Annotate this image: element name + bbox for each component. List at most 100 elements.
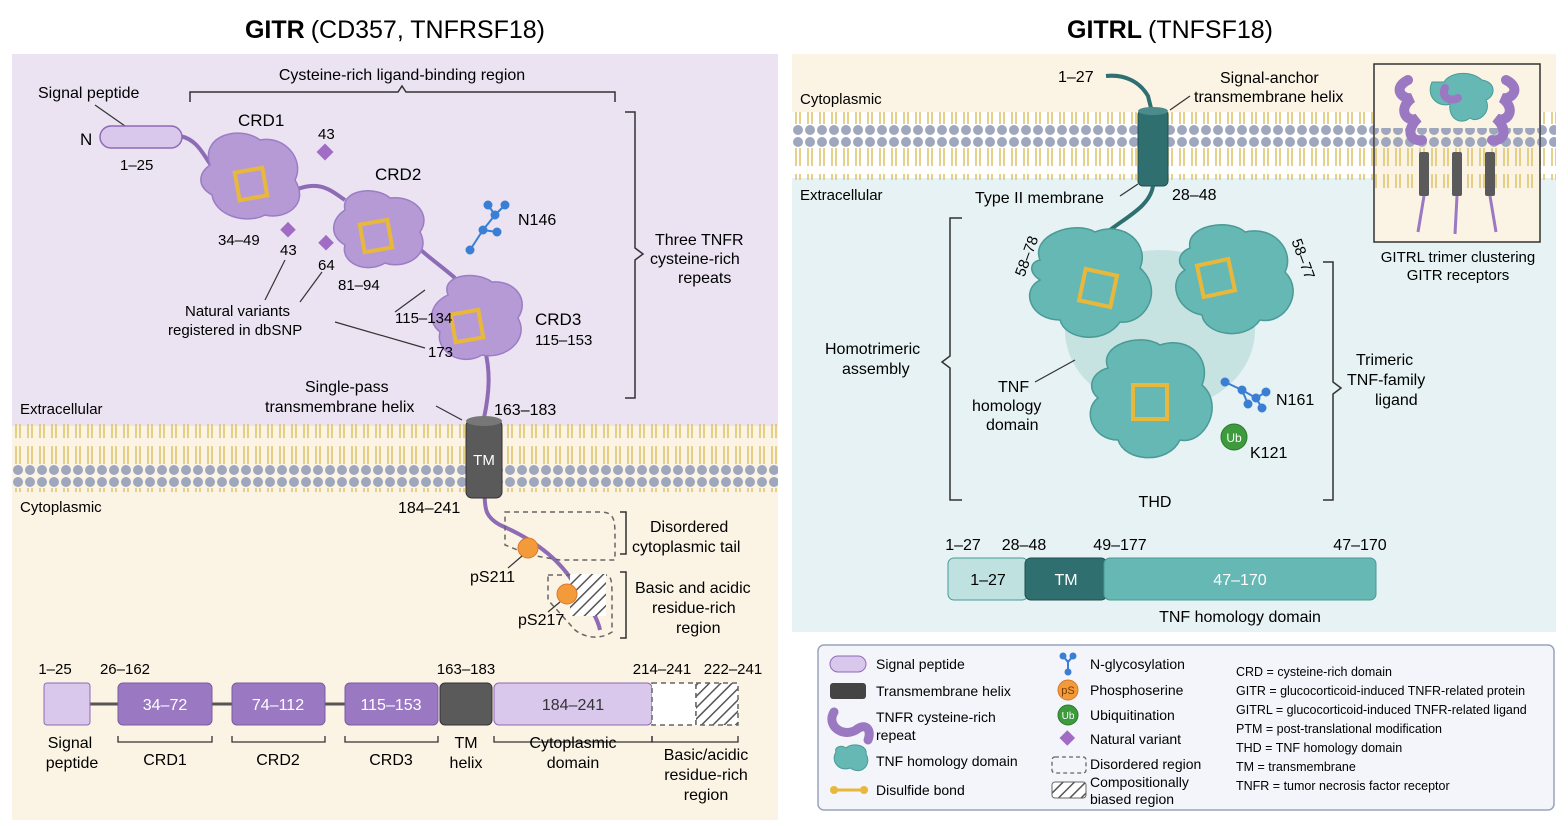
legend-ub-glyph: Ub [1062, 711, 1075, 722]
abbr-gitr: GITR = glucocorticoid-induced TNFR-relat… [1236, 684, 1525, 698]
bar-crd3 [344, 682, 439, 726]
bar-bottom-basic-2: residue-rich [664, 767, 748, 784]
gitrl-tm-range: 28–48 [1172, 187, 1217, 204]
gitr-title-bold: GITR [245, 16, 305, 44]
n161-label: N161 [1276, 392, 1314, 409]
k121-label: K121 [1250, 445, 1287, 462]
homotrimeric-bracket [940, 217, 962, 501]
bar-bottom-tm-2: helix [450, 755, 483, 772]
gitr-n-terminus: N [80, 130, 92, 149]
legend-variant: Natural variant [1090, 731, 1181, 747]
abbr-gitrl: GITRL = glucocorticoid-induced TNFR-rela… [1236, 703, 1527, 717]
bar-bottom-signal-2: peptide [46, 755, 99, 772]
gitr-signal-peptide-label: Signal peptide [38, 85, 140, 102]
thd-label: THD [1139, 494, 1172, 511]
repeats-line3: repeats [678, 270, 731, 287]
bar-top-signal: 1–25 [38, 661, 71, 678]
variant-43b-marker [280, 221, 296, 238]
gitr-signal-range: 1–25 [120, 157, 153, 174]
bar-basic-bracket [651, 736, 739, 743]
crd2-label: CRD2 [375, 165, 421, 184]
crd2-disulfide [357, 217, 395, 255]
gitrl-bar-top-2: 28–48 [1002, 537, 1047, 554]
bar-bottom-signal-1: Signal [48, 735, 92, 752]
disordered-line2: cytoplasmic tail [632, 539, 740, 556]
gitrl-bar-top-4: 47–170 [1333, 537, 1386, 554]
trimeric-bracket [1323, 261, 1343, 501]
ub-marker-label: Ub [1226, 431, 1242, 445]
legend-signal: Signal peptide [876, 656, 965, 672]
gitrl-bar-top-3: 49–177 [1093, 537, 1146, 554]
bar-crd2-bracket [231, 736, 326, 743]
gitr-extracellular-label: Extracellular [20, 401, 103, 418]
inset-caption-line1: GITRL trimer clustering [1381, 249, 1535, 266]
trimeric-line2: TNF-family [1347, 372, 1425, 389]
legend-disulfide: Disulfide bond [876, 782, 965, 798]
bar-disordered [651, 682, 697, 726]
legend-phospho-swatch [1057, 679, 1079, 701]
gitrl-trimer [1029, 224, 1294, 459]
gitr-disordered-region-outline [504, 511, 616, 561]
gitrl-title-bold: GITRL [1067, 16, 1142, 44]
legend-disordered-swatch [1051, 756, 1087, 774]
crd3-disulfide [448, 307, 486, 345]
legend-tm-swatch [830, 683, 866, 699]
abbr-crd: CRD = cysteine-rich domain [1236, 665, 1392, 679]
thd-line2: homology [972, 398, 1041, 415]
legend-ub: Ubiquitination [1090, 707, 1175, 723]
legend-crd-1: TNFR cysteine-rich [876, 709, 996, 725]
bar-bottom-basic-3: region [684, 787, 728, 804]
inset-caption-line2: GITR receptors [1407, 267, 1510, 284]
thd-disulfide-bottom [1131, 383, 1169, 421]
variants-note-line2: registered in dbSNP [168, 322, 302, 339]
n146-label: N146 [518, 212, 556, 229]
gitrl-domain-bar: 1–27 TM 47–170 1–27 28–48 49–177 47–170 … [945, 537, 1387, 626]
crd1-label: CRD1 [238, 111, 284, 130]
repeats-line1: Three TNFR [655, 232, 744, 249]
legend-disulfide-dot1 [830, 786, 838, 794]
signal-anchor-line2: transmembrane helix [1194, 89, 1343, 106]
gitr-biased-region-outline [547, 574, 613, 638]
bar-crd3-bracket [344, 736, 439, 743]
bar-bottom-crd1: CRD1 [143, 752, 187, 769]
bar-crd1 [117, 682, 213, 726]
gitr-panel: GITR(CD357, TNFRSF18) Extracellular Cyto… [12, 16, 778, 820]
variant-64-marker [318, 234, 334, 251]
gitrl-cytoplasmic-label: Cytoplasmic [800, 91, 882, 108]
homotrimeric-line2: assembly [842, 361, 910, 378]
gitrl-bar-seg1-label: 1–27 [970, 572, 1006, 589]
crd2-domain [333, 190, 425, 269]
ps211-leader [507, 555, 523, 569]
crd1-range: 34–49 [218, 232, 260, 249]
type2-label: Type II membrane [975, 190, 1104, 207]
crd3-label: CRD3 [535, 310, 581, 329]
thd-subunit-bottom [1089, 339, 1213, 459]
bar-top-tm: 163–183 [437, 661, 495, 678]
bar-crd3-inner: 115–153 [360, 697, 421, 714]
gitrl-n-range: 1–27 [1058, 69, 1094, 86]
bar-crd2-inner: 74–112 [252, 697, 304, 714]
gitr-ligand-region-label: Cysteine-rich ligand-binding region [279, 67, 525, 84]
gitrl-bar-seg2-label: TM [1054, 572, 1077, 589]
thd-disulfide-right [1194, 256, 1238, 300]
variants-leader-1 [264, 259, 286, 301]
bar-bottom-basic-1: Basic/acidic [664, 747, 748, 764]
disordered-line1: Disordered [650, 519, 728, 536]
legend-biased-swatch [1051, 781, 1087, 799]
gitr-tm-cap [466, 416, 502, 426]
legend-tm: Transmembrane helix [876, 683, 1011, 699]
crd1-disulfide [232, 165, 270, 203]
bar-cyto-inner: 184–241 [542, 697, 604, 714]
gitrl-bar-top-1: 1–27 [945, 537, 981, 554]
crd3-inner-range: 115–134 [395, 310, 452, 327]
type2-leader [1119, 183, 1139, 197]
gitr-title: GITR(CD357, TNFRSF18) [245, 16, 545, 44]
gitrl-n-tail [1105, 73, 1154, 113]
homotrimeric-line1: Homotrimeric [825, 341, 920, 358]
thd-leader [1034, 359, 1076, 383]
legend-disordered: Disordered region [1090, 756, 1201, 772]
crd3-inner-leader [394, 289, 426, 313]
signal-anchor-line1: Signal-anchor [1220, 70, 1319, 87]
gitrl-tm-cap [1138, 107, 1168, 115]
thd-line3: domain [986, 417, 1038, 434]
